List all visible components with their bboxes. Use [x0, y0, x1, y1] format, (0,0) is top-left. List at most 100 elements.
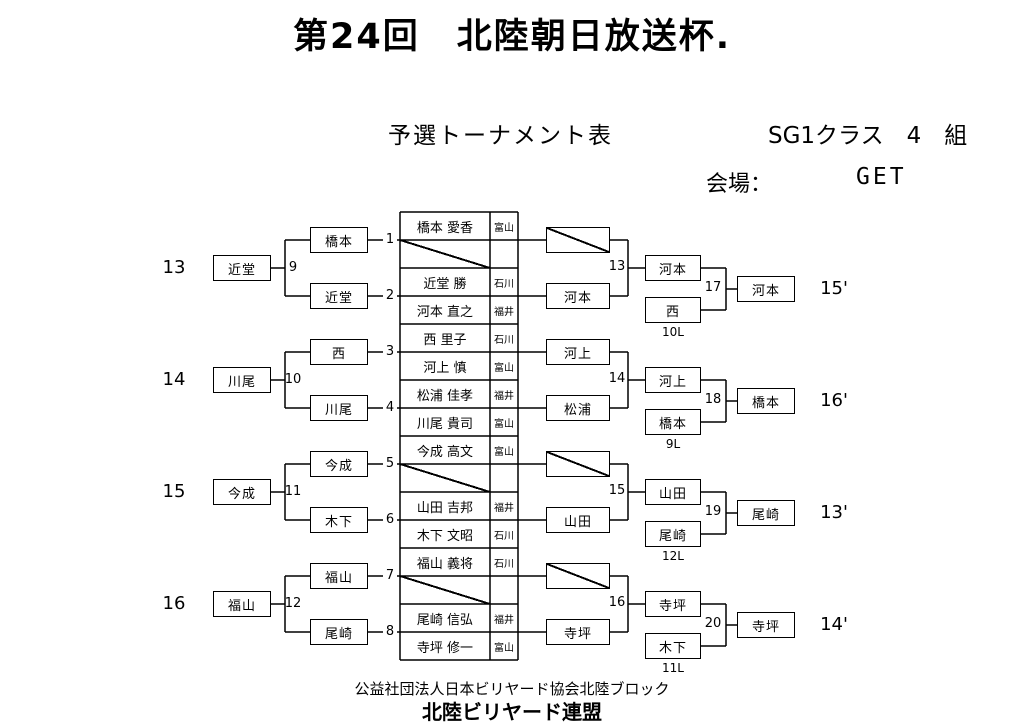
bye-slash-cell — [400, 240, 490, 268]
bye-slash-cell — [400, 464, 490, 492]
left-group-number: 13 — [162, 257, 186, 278]
class-group-label: SG1クラス 4 組 — [768, 123, 968, 149]
round1-winner-box: 木下 — [310, 507, 368, 533]
player-name-cell: 福山 義将 — [416, 556, 474, 572]
venue-name: GET — [856, 164, 907, 190]
player-prefecture-cell: 福井 — [494, 390, 514, 402]
right-group-number: 16 — [608, 595, 626, 610]
match-number: 8 — [383, 624, 397, 640]
group-winner-box: 川尾 — [213, 367, 271, 393]
right-group-number: 14 — [608, 371, 626, 386]
left-group-number: 15 — [162, 481, 186, 502]
place-label: 15' — [820, 278, 848, 299]
final-winner-box: 河本 — [737, 276, 795, 302]
left-group-number: 14 — [162, 369, 186, 390]
association-name: 公益社団法人日本ビリヤード協会北陸ブロック — [354, 680, 670, 698]
group-winner-box: 近堂 — [213, 255, 271, 281]
match-number: 12 — [284, 596, 302, 611]
final-winner-box: 寺坪 — [737, 612, 795, 638]
match-number: 18 — [704, 392, 722, 407]
right-pair-bottom-box: 尾崎 — [645, 521, 701, 547]
player-prefecture-cell: 石川 — [494, 530, 514, 542]
loser-source-label: 10L — [662, 325, 684, 339]
bye-slash-cell — [400, 576, 490, 604]
match-number: 19 — [704, 504, 722, 519]
player-prefecture-cell: 富山 — [494, 446, 514, 458]
round1-winner-box: 近堂 — [310, 283, 368, 309]
player-name-cell: 寺坪 修一 — [416, 640, 474, 656]
final-winner-box: 橋本 — [737, 388, 795, 414]
right-pair-top-box: 河上 — [645, 367, 701, 393]
player-name-cell: 木下 文昭 — [416, 528, 474, 544]
match-number: 20 — [704, 616, 722, 631]
player-prefecture-cell: 福井 — [494, 502, 514, 514]
match-number: 17 — [704, 280, 722, 295]
player-name-cell: 橋本 愛香 — [416, 220, 474, 236]
round1-winner-box: 今成 — [310, 451, 368, 477]
right-group-number: 13 — [608, 259, 626, 274]
match-number: 7 — [383, 568, 397, 584]
player-prefecture-cell: 石川 — [494, 278, 514, 290]
group-winner-box: 福山 — [213, 591, 271, 617]
player-prefecture-cell — [490, 240, 518, 268]
match-number: 4 — [383, 400, 397, 416]
match-number: 3 — [383, 344, 397, 360]
player-prefecture-cell — [490, 464, 518, 492]
final-winner-box: 尾崎 — [737, 500, 795, 526]
right-pair-top-box: 山田 — [645, 479, 701, 505]
round1-winner-box: 福山 — [310, 563, 368, 589]
player-prefecture-cell: 富山 — [494, 362, 514, 374]
right-group-number: 15 — [608, 483, 626, 498]
player-name-cell: 今成 高文 — [416, 444, 474, 460]
right-pair-top-box: 寺坪 — [645, 591, 701, 617]
match-number: 9 — [288, 260, 298, 275]
bye-slash-box — [546, 451, 610, 477]
player-name-cell: 山田 吉邦 — [416, 500, 474, 516]
match-number: 6 — [383, 512, 397, 528]
place-label: 14' — [820, 614, 848, 635]
consolation-box: 河上 — [546, 339, 610, 365]
player-name-cell: 西 里子 — [423, 332, 467, 348]
player-name-cell: 松浦 佳孝 — [416, 388, 474, 404]
loser-source-label: 11L — [662, 661, 684, 675]
round1-winner-box: 尾崎 — [310, 619, 368, 645]
player-prefecture-cell: 石川 — [494, 558, 514, 570]
match-number: 2 — [383, 288, 397, 304]
bracket-subtitle: 予選トーナメント表 — [388, 123, 613, 149]
player-prefecture-cell: 富山 — [494, 418, 514, 430]
loser-source-label: 12L — [662, 549, 684, 563]
right-pair-bottom-box: 西 — [645, 297, 701, 323]
player-prefecture-cell: 石川 — [494, 334, 514, 346]
player-name-cell: 河本 直之 — [416, 304, 474, 320]
bye-slash-box — [546, 227, 610, 253]
consolation-box: 寺坪 — [546, 619, 610, 645]
match-number: 10 — [284, 372, 302, 387]
consolation-box: 河本 — [546, 283, 610, 309]
round1-winner-box: 西 — [310, 339, 368, 365]
player-name-cell: 河上 慎 — [423, 360, 467, 376]
venue-label: 会場： — [706, 172, 773, 197]
place-label: 16' — [820, 390, 848, 411]
match-number: 5 — [383, 456, 397, 472]
match-number: 11 — [284, 484, 302, 499]
federation-name: 北陸ビリヤード連盟 — [422, 700, 602, 724]
right-pair-bottom-box: 橋本 — [645, 409, 701, 435]
place-label: 13' — [820, 502, 848, 523]
bye-slash-box — [546, 563, 610, 589]
group-winner-box: 今成 — [213, 479, 271, 505]
consolation-box: 松浦 — [546, 395, 610, 421]
player-name-cell: 尾崎 信弘 — [416, 612, 474, 628]
player-prefecture-cell: 富山 — [494, 222, 514, 234]
player-prefecture-cell: 富山 — [494, 642, 514, 654]
round1-winner-box: 川尾 — [310, 395, 368, 421]
match-number: 1 — [383, 232, 397, 248]
page-title: 第24回 北陸朝日放送杯. — [292, 17, 731, 57]
consolation-box: 山田 — [546, 507, 610, 533]
right-pair-bottom-box: 木下 — [645, 633, 701, 659]
player-name-cell: 近堂 勝 — [423, 276, 467, 292]
round1-winner-box: 橋本 — [310, 227, 368, 253]
player-prefecture-cell: 福井 — [494, 614, 514, 626]
right-pair-top-box: 河本 — [645, 255, 701, 281]
left-group-number: 16 — [162, 593, 186, 614]
